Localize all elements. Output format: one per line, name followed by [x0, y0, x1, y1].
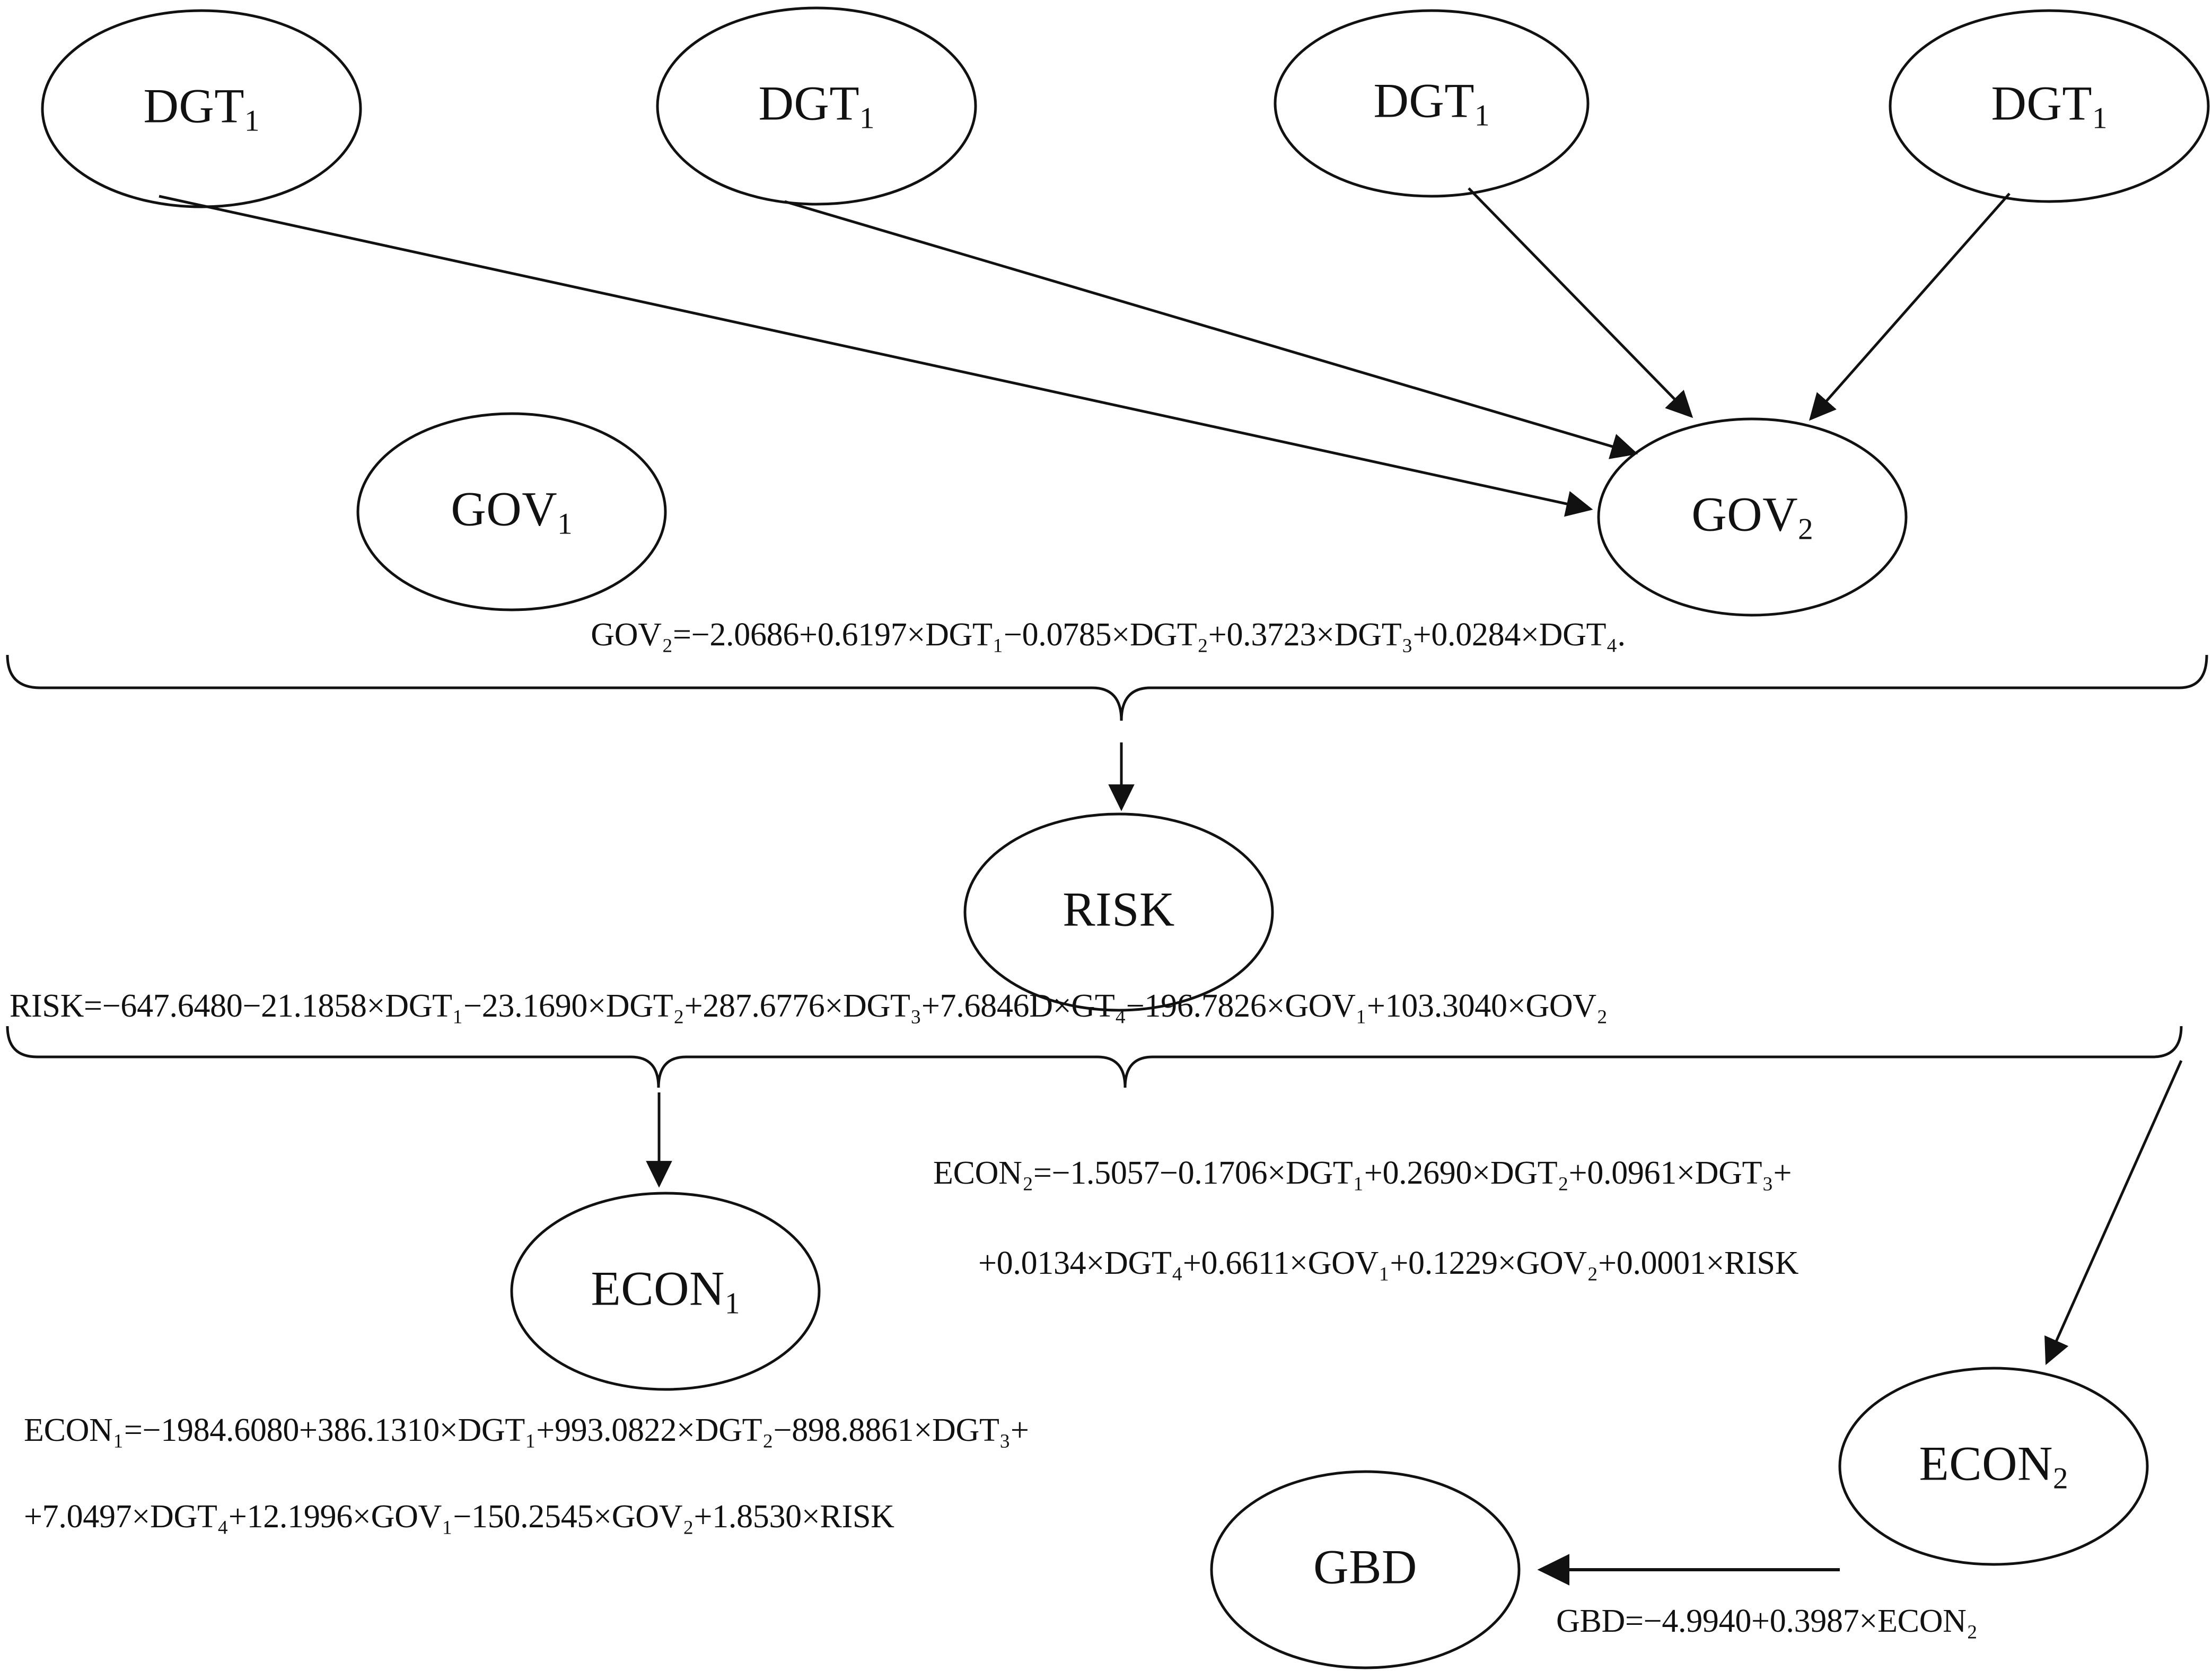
brace-gov2 — [6, 654, 2208, 721]
edge-dgt1d-to-gov2 — [1809, 193, 2011, 421]
equation-gbd: GBD=−4.9940+0.3987×ECON₂ — [1556, 1603, 1978, 1639]
edge-dgt1b-to-gov2 — [784, 200, 1638, 459]
edge-risk-to-econ2 — [2044, 1060, 2183, 1366]
node-gbd[interactable] — [1210, 1470, 1521, 1669]
brace-risk — [6, 1026, 2183, 1088]
equation-econ1-line2: +7.0497×DGT₄+12.1996×GOV₁−150.2545×GOV₂+… — [24, 1499, 894, 1535]
node-dgt1-b[interactable] — [656, 6, 977, 206]
node-dgt1-c[interactable] — [1274, 9, 1590, 198]
equation-econ2-line2: +0.0134×DGT₄+0.6611×GOV₁+0.1229×GOV₂+0.0… — [978, 1245, 1799, 1281]
equation-econ2-line1: ECON₂=−1.5057−0.1706×DGT₁+0.2690×DGT₂+0.… — [933, 1155, 1792, 1191]
node-dgt1-d[interactable] — [1889, 9, 2210, 203]
equation-gov2: GOV₂=−2.0686+0.6197×DGT₁−0.0785×DGT₂+0.3… — [591, 617, 1626, 653]
node-gov2[interactable] — [1597, 417, 1908, 617]
equation-risk: RISK=−647.6480−21.1858×DGT₁−23.1690×DGT₂… — [10, 988, 1608, 1024]
edge-dgt1c-to-gov2 — [1468, 187, 1693, 418]
node-econ1[interactable] — [510, 1192, 821, 1391]
edge-dgt1a-to-gov2 — [159, 195, 1593, 517]
node-gov1[interactable] — [356, 412, 667, 611]
node-econ2[interactable] — [1838, 1367, 2149, 1566]
equation-econ1-line1: ECON₁=−1984.6080+386.1310×DGT₁+993.0822×… — [24, 1412, 1029, 1448]
node-dgt1-a[interactable] — [41, 9, 362, 208]
node-risk[interactable] — [963, 812, 1274, 1012]
